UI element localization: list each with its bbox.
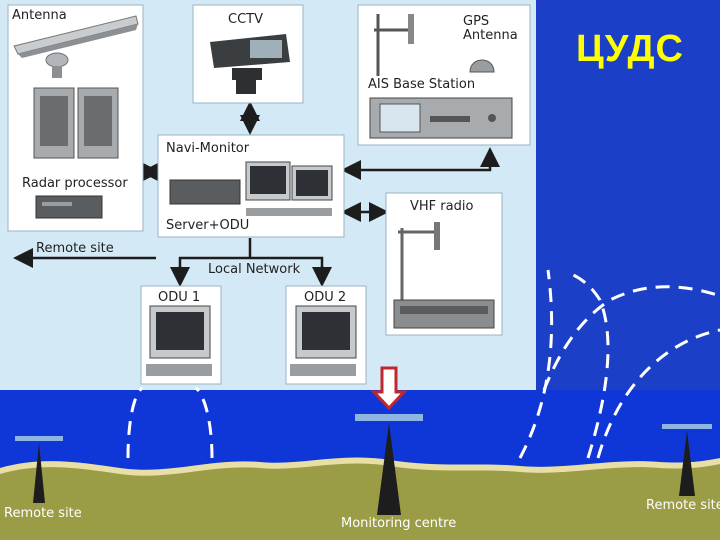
page-title: ЦУДС [576, 28, 684, 70]
coverage-arc [126, 386, 144, 459]
tower-mast [679, 431, 695, 496]
gps-antenna-label: Antenna [463, 28, 518, 43]
odu2-label: ODU 2 [304, 290, 347, 305]
radar-processor-icon [33, 87, 119, 219]
odu1-label: ODU 1 [158, 290, 201, 305]
gps-antenna-icon [374, 14, 495, 76]
remote-site-link-label: Remote site [36, 241, 114, 256]
antenna-bar [15, 436, 63, 441]
tower-left [15, 436, 63, 503]
remote-site-left-label: Remote site [4, 506, 82, 521]
antenna-label: Antenna [12, 8, 67, 23]
coverage-arc [596, 328, 720, 459]
connectors [13, 101, 500, 287]
odu2-monitor-icon [290, 305, 357, 376]
odu1-monitor-icon [146, 305, 212, 376]
monitoring-centre-label: Monitoring centre [341, 516, 457, 531]
gps-label: GPS [463, 14, 490, 29]
radar-processor-label: Radar processor [22, 176, 128, 191]
ais-base-station-label: AIS Base Station [368, 77, 476, 92]
coverage-arc [565, 270, 610, 459]
coverage-arc [194, 386, 214, 459]
antenna-bar [355, 414, 423, 421]
cctv-label: CCTV [228, 12, 263, 27]
antenna-bar [662, 424, 712, 429]
cctv-camera-icon [210, 34, 290, 94]
vhf-radio-label: VHF radio [410, 199, 474, 214]
coverage-arcs [126, 269, 720, 459]
local-network-label: Local Network [208, 262, 301, 277]
remote-site-right-label: Remote site [646, 498, 720, 513]
tower-centre [355, 414, 423, 515]
location-marker-icon [370, 366, 408, 411]
tower-right [662, 424, 712, 496]
radar-antenna-icon [13, 15, 139, 78]
ais-link [341, 147, 500, 180]
shore [0, 463, 720, 540]
tower-mast [377, 423, 401, 515]
ais-base-station-icon [369, 97, 513, 139]
vhf-radio-icon [393, 222, 495, 329]
coverage-arc [542, 285, 720, 391]
navi-monitor-label: Navi-Monitor [166, 141, 250, 156]
tower-mast [33, 443, 45, 503]
server-odu-label: Server+ODU [166, 218, 250, 233]
server-odu-icon [169, 161, 333, 216]
